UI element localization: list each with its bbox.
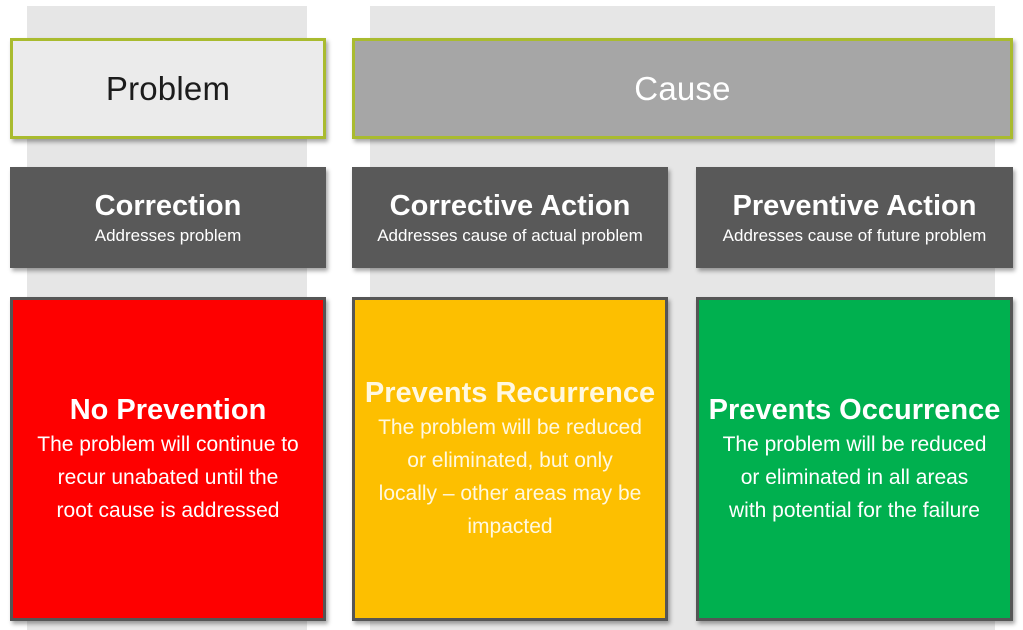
correction-subtitle: Addresses problem [94,225,242,245]
prevents-recurrence-line: or eliminated, but only [407,449,613,472]
problem-header-label: Problem [105,69,231,107]
no-prevention-box: No Prevention The problem will continue … [10,297,326,621]
no-prevention-line: The problem will continue to [37,432,299,456]
preventive-action-box: Preventive Action Addresses cause of fut… [696,167,1013,268]
prevents-recurrence-line: The problem will be reduced [378,416,642,439]
prevents-recurrence-line: impacted [467,515,553,538]
cause-header: Cause [352,38,1013,139]
prevents-occurrence-line: The problem will be reduced [722,432,987,456]
prevents-recurrence-line: locally – other areas may be [378,482,642,505]
no-prevention-title: No Prevention [69,393,267,426]
prevents-occurrence-box: Prevents Occurrence The problem will be … [696,297,1013,621]
corrective-action-box: Corrective Action Addresses cause of act… [352,167,668,268]
no-prevention-line: root cause is addressed [56,498,280,522]
preventive-action-subtitle: Addresses cause of future problem [722,225,987,245]
corrective-action-title: Corrective Action [389,189,631,222]
prevents-occurrence-line: or eliminated in all areas [740,465,969,489]
preventive-action-title: Preventive Action [732,189,977,222]
correction-title: Correction [94,189,242,222]
cause-header-label: Cause [634,69,731,107]
problem-header: Problem [10,38,326,139]
no-prevention-line: recur unabated until the [57,465,279,489]
prevents-recurrence-box: Prevents Recurrence The problem will be … [352,297,668,621]
prevents-occurrence-line: with potential for the failure [729,498,980,522]
corrective-action-subtitle: Addresses cause of actual problem [377,225,643,245]
prevents-occurrence-title: Prevents Occurrence [708,393,1001,426]
correction-box: Correction Addresses problem [10,167,326,268]
prevents-recurrence-title: Prevents Recurrence [364,377,656,409]
